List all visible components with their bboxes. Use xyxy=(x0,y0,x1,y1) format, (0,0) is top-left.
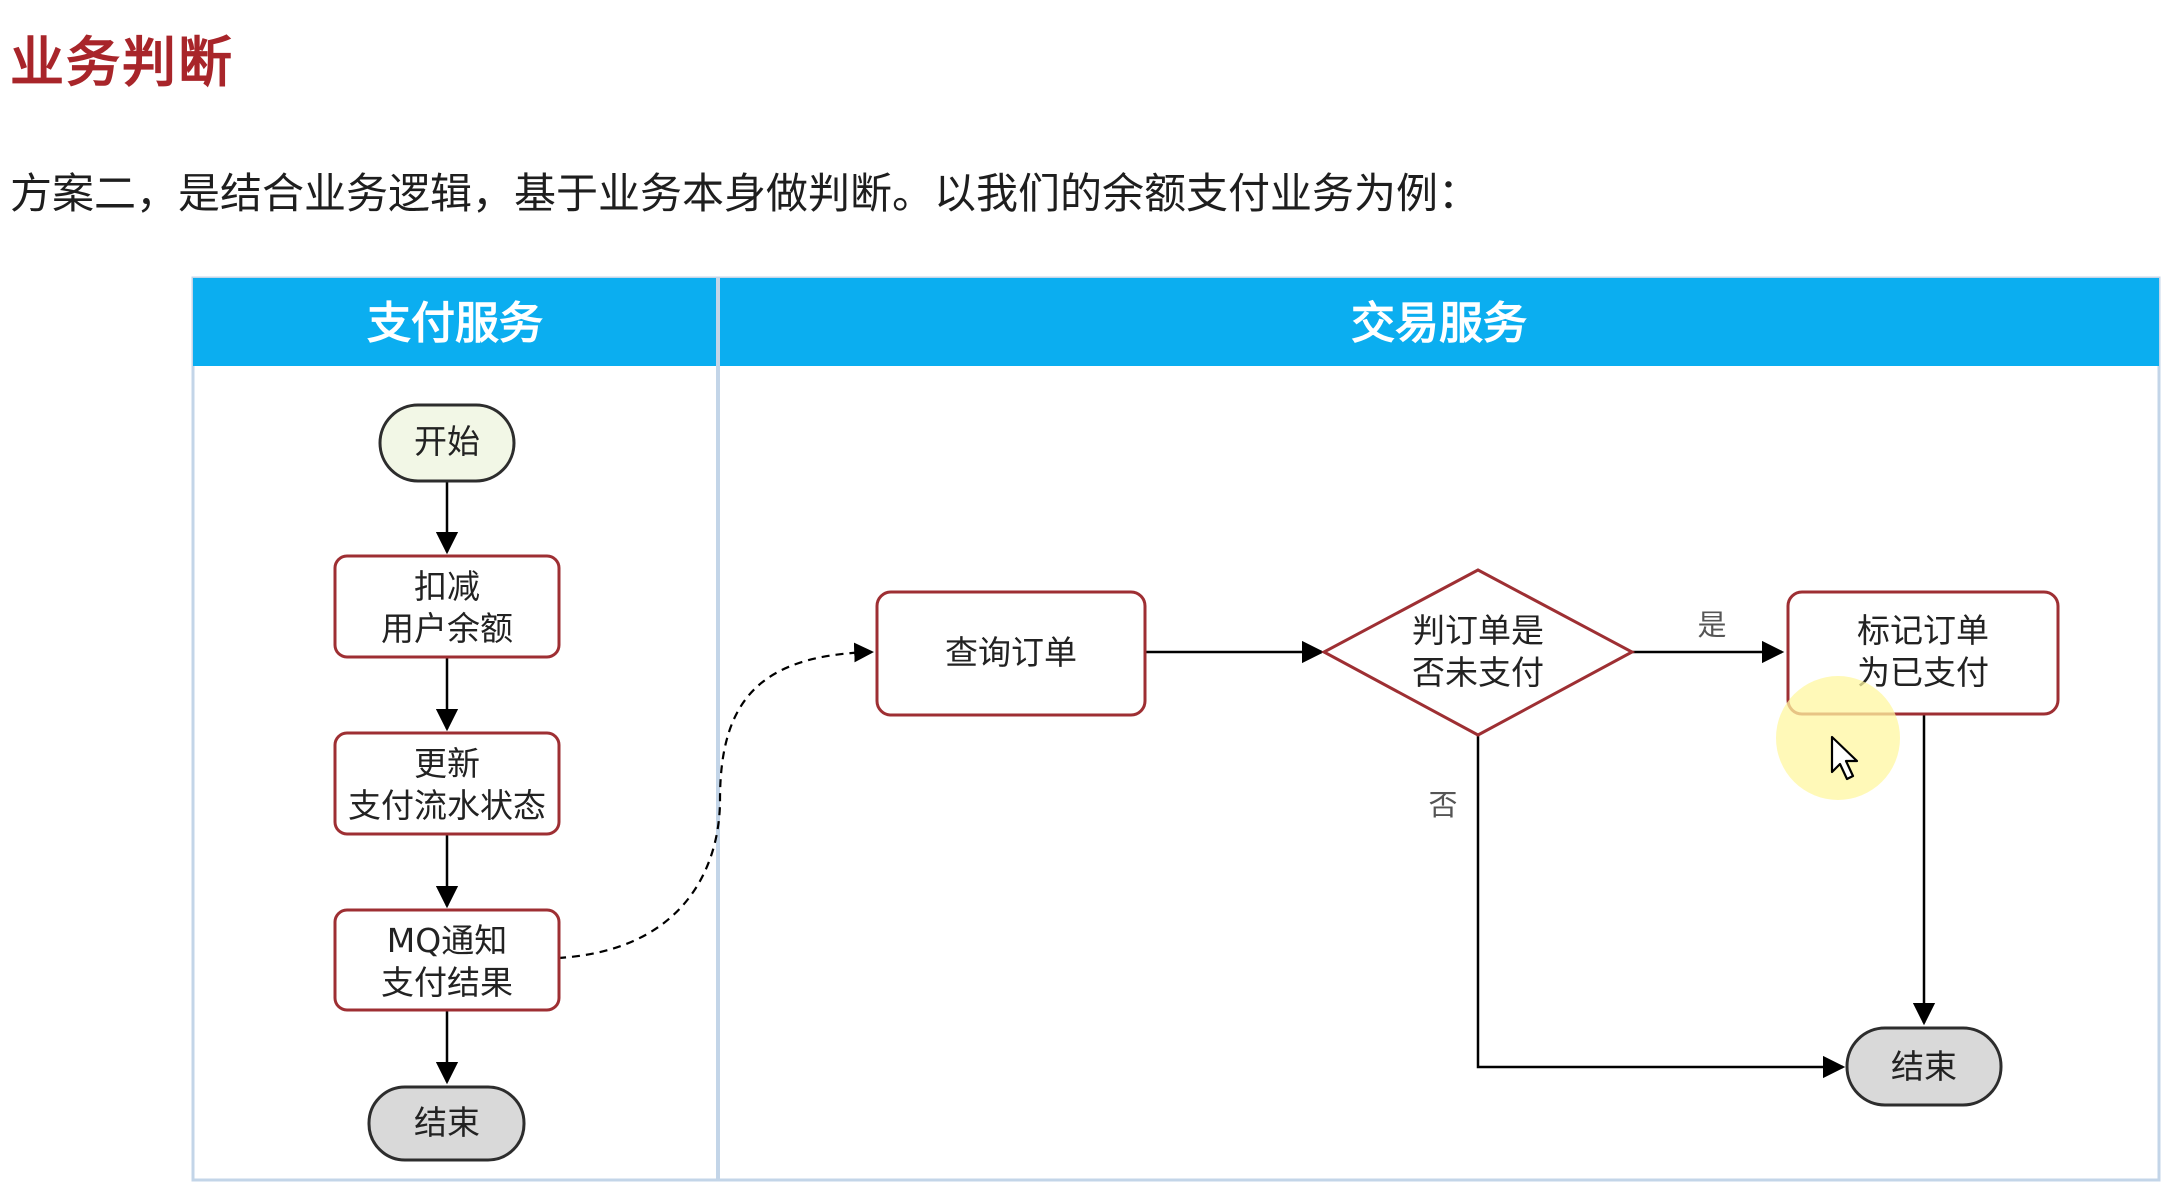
svg-text:支付流水状态: 支付流水状态 xyxy=(348,786,546,825)
svg-text:为已支付: 为已支付 xyxy=(1857,653,1989,692)
edge-check-end xyxy=(1476,735,1846,1079)
end-node-trade-label: 结束 xyxy=(1891,1047,1957,1086)
page-title: 业务判断 xyxy=(10,31,234,94)
end-node-payment xyxy=(367,1085,526,1162)
svg-text:MQ通知: MQ通知 xyxy=(387,921,507,960)
edge-notify-query xyxy=(557,642,874,960)
lane-header-trade xyxy=(719,278,2159,366)
query-node xyxy=(875,590,1147,717)
query-node-label: 查询订单 xyxy=(945,633,1077,672)
deduct-node xyxy=(333,554,561,659)
edge-label-yes: 是 xyxy=(1697,608,1726,642)
end-node-trade xyxy=(1845,1026,2003,1107)
lane-title-trade: 交易服务 xyxy=(1351,298,1527,349)
notify-node-line1: MQ通知 xyxy=(387,921,507,960)
update-node-line2: 支付流水状态 xyxy=(348,786,546,825)
notify-node xyxy=(333,908,561,1012)
svg-text:支付结果: 支付结果 xyxy=(381,963,513,1002)
cursor-highlight xyxy=(1776,676,1900,800)
check-node xyxy=(1320,568,1636,737)
deduct-node-line1: 扣减 xyxy=(414,567,480,606)
mark-node-line1: 标记订单 xyxy=(1857,611,1989,650)
check-node-line1: 判订单是 xyxy=(1412,611,1544,650)
notify-node-line2: 支付结果 xyxy=(381,963,513,1002)
svg-text:否未支付: 否未支付 xyxy=(1412,653,1544,692)
svg-text:用户余额: 用户余额 xyxy=(381,609,513,648)
intro-text: 方案二，是结合业务逻辑，基于业务本身做判断。以我们的余额支付业务为例： xyxy=(10,169,1481,218)
svg-text:扣减: 扣减 xyxy=(414,567,480,606)
svg-text:标记订单: 标记订单 xyxy=(1857,611,1989,650)
lane-header-payment xyxy=(193,278,717,366)
start-node-label: 开始 xyxy=(414,422,480,461)
start-node xyxy=(378,403,516,483)
edge-label-no: 否 xyxy=(1428,788,1457,822)
end-node-payment-label: 结束 xyxy=(414,1103,480,1142)
mark-node-line2: 为已支付 xyxy=(1857,653,1989,692)
svg-text:判订单是: 判订单是 xyxy=(1412,611,1544,650)
svg-text:更新: 更新 xyxy=(414,744,480,783)
lane-title-payment: 支付服务 xyxy=(367,298,543,349)
update-node xyxy=(333,731,561,836)
mouse-pointer-icon xyxy=(1830,735,1859,781)
check-node-line2: 否未支付 xyxy=(1412,653,1544,692)
update-node-line1: 更新 xyxy=(414,744,480,783)
deduct-node-line2: 用户余额 xyxy=(381,609,513,648)
